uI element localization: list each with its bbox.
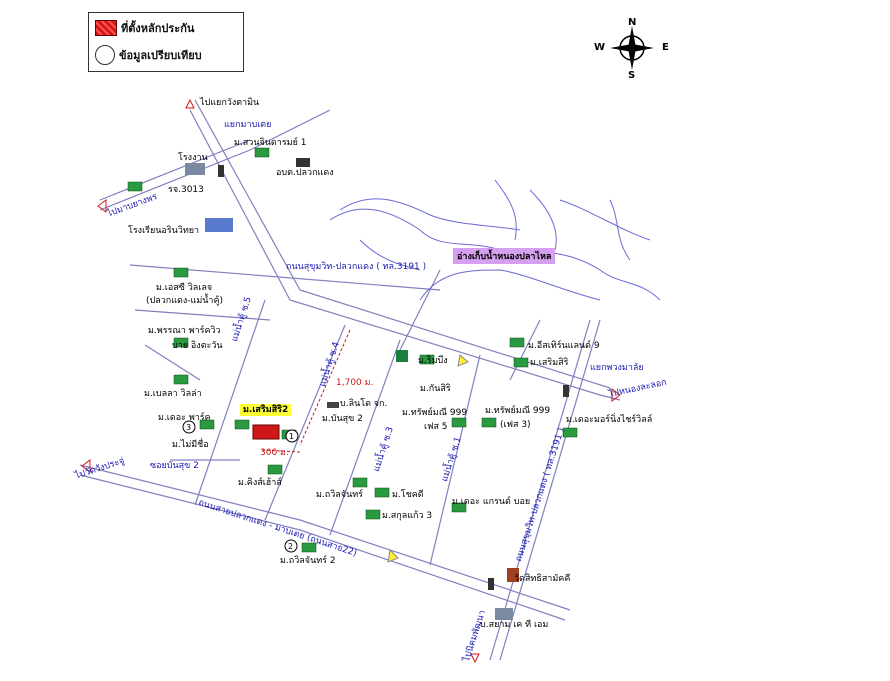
legend-row-collateral: ที่ตั้งหลักประกัน [95, 19, 194, 37]
road-rj3013-label: รจ.3013 [168, 185, 204, 195]
place-kingsee: ม.คิงส์เฮ้าส์ [238, 478, 282, 488]
place-modern: ม.เดอะมอร์นิ่งไชร์วิลล์ [566, 415, 653, 425]
place-wat: วัดสิทธิสามัคคี [514, 574, 571, 584]
road-sukhumvit-label: ถนนสุขุมวิท-ปลวกแดง ( ทล.3191 ) [286, 262, 427, 272]
place-eastern: ม.อีสเทิร์นแลนด์ 9 [528, 341, 600, 351]
collateral-swatch [95, 20, 117, 36]
seven-eleven-icon [396, 350, 408, 362]
place-bansuk2: ม.บันสุข 2 [322, 414, 363, 424]
compass-w: W [594, 42, 606, 53]
traffic-light-3 [488, 578, 494, 590]
place-chokdee: ม.โชคดี [392, 490, 424, 500]
place-linfo: บ.ลินโด จก. [340, 399, 388, 409]
place-suan-chin: ม.สวนจินดารมย์ 1 [234, 138, 307, 148]
place-tawin-chan2: ม.ถวิลจันทร์ 2 [280, 556, 336, 566]
road-sai22-a [79, 464, 571, 611]
place-phase5: เฟส 5 [424, 422, 448, 432]
distance-lines [261, 329, 351, 453]
road-3191-a [489, 319, 591, 661]
siam-icon [495, 608, 513, 620]
traffic-light-1 [218, 165, 224, 177]
place-sc-village: ม.เอสซี วิลเลจ [156, 283, 213, 293]
obt-icon [296, 158, 310, 167]
collateral-marker [252, 424, 280, 440]
place-sap999b: ม.ทรัพย์มณี 999 [485, 406, 551, 416]
factory-icon [185, 163, 205, 175]
legend-collateral-label: ที่ตั้งหลักประกัน [121, 22, 195, 35]
river [329, 179, 661, 301]
road-soi1 [429, 354, 481, 566]
comparable-circles [182, 420, 299, 553]
place-sermsiri: ม.เสริมสิริ [530, 358, 569, 368]
comparable-swatch [95, 45, 115, 65]
junction-puanglay: แยกพวงมาลัย [590, 363, 644, 373]
compass-icon [610, 26, 654, 70]
road-top [249, 109, 331, 151]
place-kansiri: ม.กันสิริ [420, 384, 451, 394]
place-bella: ม.เบลลา วิลล่า [144, 389, 202, 399]
distance-1700: 1,700 ม. [336, 378, 374, 388]
place-sermsiri2: ม.เสริมสิริ2 [240, 404, 292, 416]
road-3191-b [499, 319, 601, 661]
road-left2 [134, 309, 271, 321]
place-mai-mi-chue: ม.ไม่มีชื่อ [172, 440, 209, 450]
dir-wangtamin: ไปแยกวังตามิน [200, 98, 260, 108]
comparable-number-3: 3 [186, 423, 192, 432]
place-factory: โรงงาน [178, 153, 208, 163]
place-school: โรงเรียนอรินวิทยา [128, 226, 200, 236]
road-left1 [144, 344, 201, 381]
road-rj3013-a [99, 149, 251, 211]
road-soi5 [194, 299, 266, 506]
place-grand: ม.เดอะ แกรนด์ บอย [452, 497, 531, 507]
compass-n: N [628, 17, 637, 28]
direction-arrows [81, 98, 621, 664]
place-the-park: ม.เดอะ พาร์ค [158, 413, 211, 423]
place-sakun: ม.สกุลแก้ว 3 [382, 511, 433, 521]
distance-300: 300 ม. [260, 448, 289, 458]
place-sap999: ม.ทรัพย์มณี 999 [402, 408, 468, 418]
traffic-light-2 [563, 385, 569, 397]
junction-marker-1 [457, 354, 469, 367]
compass-e: E [662, 42, 669, 53]
place-prana: ม.พรรณา พาร์ควิว [148, 326, 221, 336]
place-sc-village-sub: (ปลวกแดง-แม่น้ำคู้) [146, 296, 224, 306]
road-sukhumvit [189, 109, 621, 401]
temple-icon [507, 568, 519, 582]
place-lake: อ่างเก็บน้ำหนองปลาไหล [453, 248, 556, 264]
comparable-number-1: 1 [289, 432, 295, 441]
road-s1 [399, 269, 441, 351]
place-phase3: (เฟส 3) [500, 420, 531, 430]
road-soi3 [329, 339, 401, 536]
road-sai22-b [79, 474, 566, 621]
comparable-number-2: 2 [288, 542, 294, 551]
compass-s: S [628, 70, 636, 81]
map-legend: ที่ตั้งหลักประกัน ข้อมูลเปรียบเทียบ [88, 12, 244, 72]
legend-comparable-label: ข้อมูลเปรียบเทียบ [119, 49, 202, 62]
place-rimbueng: ม.ริมบึง [418, 356, 448, 366]
school-icon [205, 218, 233, 232]
junction-marker-2 [387, 548, 399, 563]
linfo-icon [327, 402, 339, 408]
road-bansuk2-label: ซอยบันสุข 2 [150, 461, 199, 471]
road-s2 [509, 319, 541, 381]
place-siam: บ.สยาม เค ที เอม [480, 620, 549, 630]
place-obt: อบต.ปลวกแดง [276, 168, 334, 178]
legend-row-comparable: ข้อมูลเปรียบเทียบ [95, 45, 202, 65]
road-rj3013-b [99, 139, 251, 201]
place-tawin-chan: ม.ถวิลจันทร์ [316, 490, 364, 500]
place-bai: บาย อิงตะวัน [172, 341, 223, 351]
road-sukhumvit-b [194, 99, 611, 389]
road-soi4 [264, 324, 346, 521]
junction-mabtei: แยกมาบเตย [224, 120, 272, 130]
